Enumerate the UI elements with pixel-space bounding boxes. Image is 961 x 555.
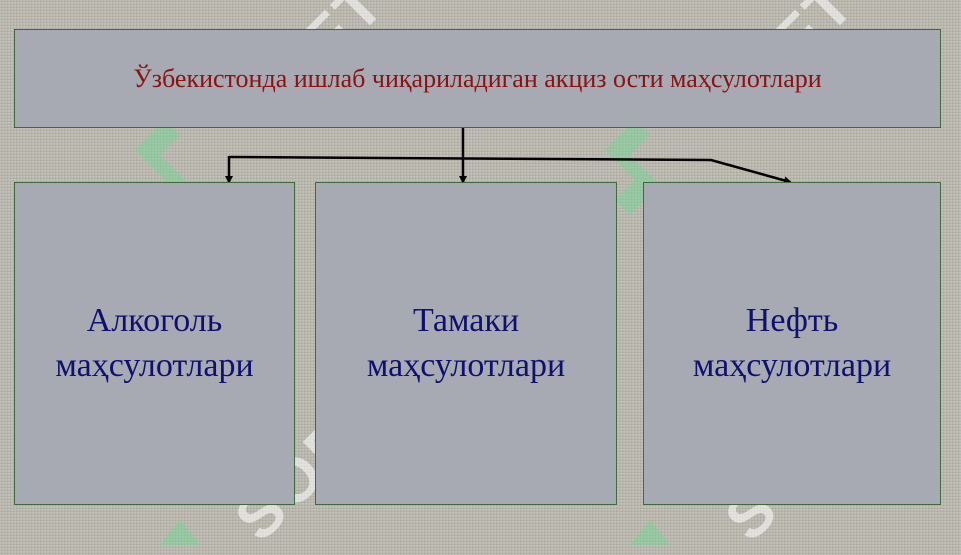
category-tobacco-line2: маҳсулотлари bbox=[366, 346, 566, 384]
category-box-tobacco: Тамаки маҳсулотлари bbox=[315, 182, 617, 505]
connector-arrows bbox=[225, 128, 792, 185]
category-oil-line2: маҳсулотлари bbox=[692, 346, 892, 384]
title-box: Ўзбекистонда ишлаб чиқариладиган акциз о… bbox=[14, 29, 941, 128]
branch-line bbox=[228, 155, 792, 185]
diagram-title: Ўзбекистонда ишлаб чиқариладиган акциз о… bbox=[133, 63, 822, 93]
category-alcohol-line1: Алкоголь bbox=[86, 302, 223, 340]
category-alcohol-line2: маҳсулотлари bbox=[55, 346, 254, 384]
category-oil-line1: Нефть bbox=[745, 302, 839, 340]
category-box-alcohol: Алкоголь маҳсулотлари bbox=[14, 182, 295, 505]
category-box-oil: Нефть маҳсулотлари bbox=[643, 182, 941, 505]
category-tobacco-line1: Тамаки bbox=[412, 302, 520, 340]
